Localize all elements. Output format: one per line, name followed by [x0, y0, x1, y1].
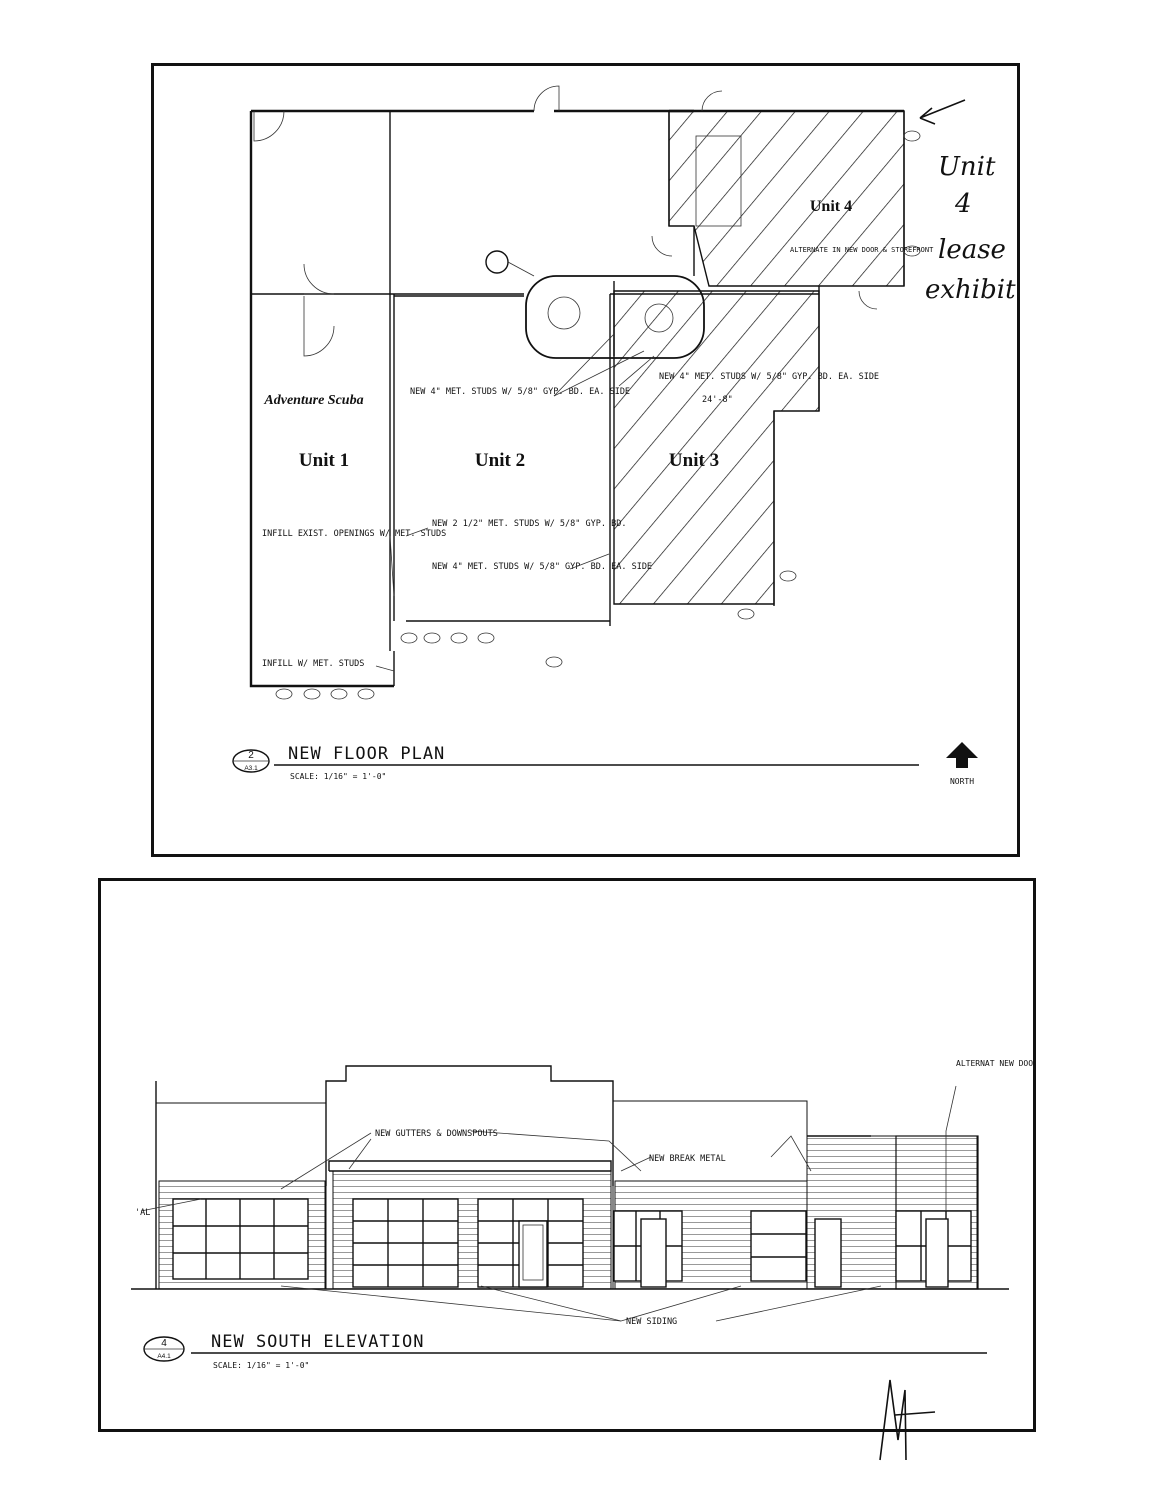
elevation-panel: NEW GUTTERS & DOWNSPOUTS NEW BREAK METAL… [98, 878, 1036, 1432]
note-cut-label: 'AL [135, 1208, 150, 1218]
elevation-scale: SCALE: 1/16" = 1'-0" [213, 1361, 309, 1370]
floor-plan-sheet: A3.1 [244, 765, 258, 772]
unit-3-hatch [613, 290, 820, 605]
doors [518, 1218, 949, 1288]
north-label: NORTH [950, 777, 974, 786]
door-swings [253, 85, 878, 357]
unit-1-label: Unit 1 [299, 450, 349, 471]
elevation-sheet: A4.1 [157, 1353, 171, 1360]
note-studs-c: NEW 4" MET. STUDS W/ 5/8" GYP. BD. EA. S… [432, 562, 652, 572]
unit-2-label: Unit 2 [475, 450, 525, 471]
window-tags [275, 130, 921, 700]
central-parapet [325, 1065, 614, 1186]
elevation-title: NEW SOUTH ELEVATION [211, 1332, 424, 1352]
elevation-title-block: 4 A4.1 NEW SOUTH ELEVATION SCALE: 1/16" … [143, 1332, 987, 1370]
elevation-drawing: NEW GUTTERS & DOWNSPOUTS NEW BREAK METAL… [131, 1059, 1033, 1370]
note-studs-a: NEW 4" MET. STUDS W/ 5/8" GYP. BD. EA. S… [410, 387, 630, 397]
unit-3-label: Unit 3 [669, 450, 719, 471]
elevation-leaders [140, 1085, 957, 1322]
note-studs-2half: NEW 2 1/2" MET. STUDS W/ 5/8" GYP. BD. [432, 519, 626, 529]
unit-4-label: Unit 4 [810, 198, 852, 215]
note-break-metal: NEW BREAK METAL [649, 1154, 726, 1164]
floor-plan-detail-number: 2 [248, 750, 254, 761]
elevation-detail-number: 4 [161, 1338, 167, 1349]
north-arrow: NORTH [946, 742, 978, 786]
floor-plan-title-block: 2 A3.1 NEW FLOOR PLAN SCALE: 1/16" = 1'-… [232, 744, 919, 781]
note-studs-b: NEW 4" MET. STUDS W/ 5/8" GYP. BD. EA. S… [659, 372, 879, 382]
floor-plan-drawing: Adventure Scuba Unit 1 Unit 2 Unit 3 Uni… [232, 85, 978, 786]
note-alternate: ALTERNATE IN NEW DOOR & STOREFRONT [790, 246, 934, 254]
note-alternate-elev: ALTERNAT NEW DOOR STOREFR [956, 1059, 1033, 1068]
floor-plan-scale: SCALE: 1/16" = 1'-0" [290, 772, 386, 781]
fixture-circle [547, 296, 581, 330]
unit-4-hatch [668, 110, 905, 287]
note-gutters: NEW GUTTERS & DOWNSPOUTS [375, 1129, 498, 1139]
note-infill-openings: INFILL EXIST. OPENINGS W/ MET. STUDS [262, 529, 446, 539]
unit-1-tenant: Adventure Scuba [263, 393, 363, 408]
note-siding: NEW SIDING [626, 1317, 677, 1327]
note-dimension: 24'-8" [702, 395, 733, 405]
fixture-circle [644, 303, 674, 333]
floor-plan-panel: Adventure Scuba Unit 1 Unit 2 Unit 3 Uni… [151, 63, 1020, 857]
unit-4-room [695, 135, 742, 227]
restroom-outline [525, 275, 705, 359]
note-infill-studs: INFILL W/ MET. STUDS [262, 659, 364, 669]
floor-plan-title: NEW FLOOR PLAN [288, 744, 445, 764]
leader-lines [375, 333, 655, 672]
section-marker [485, 250, 509, 274]
